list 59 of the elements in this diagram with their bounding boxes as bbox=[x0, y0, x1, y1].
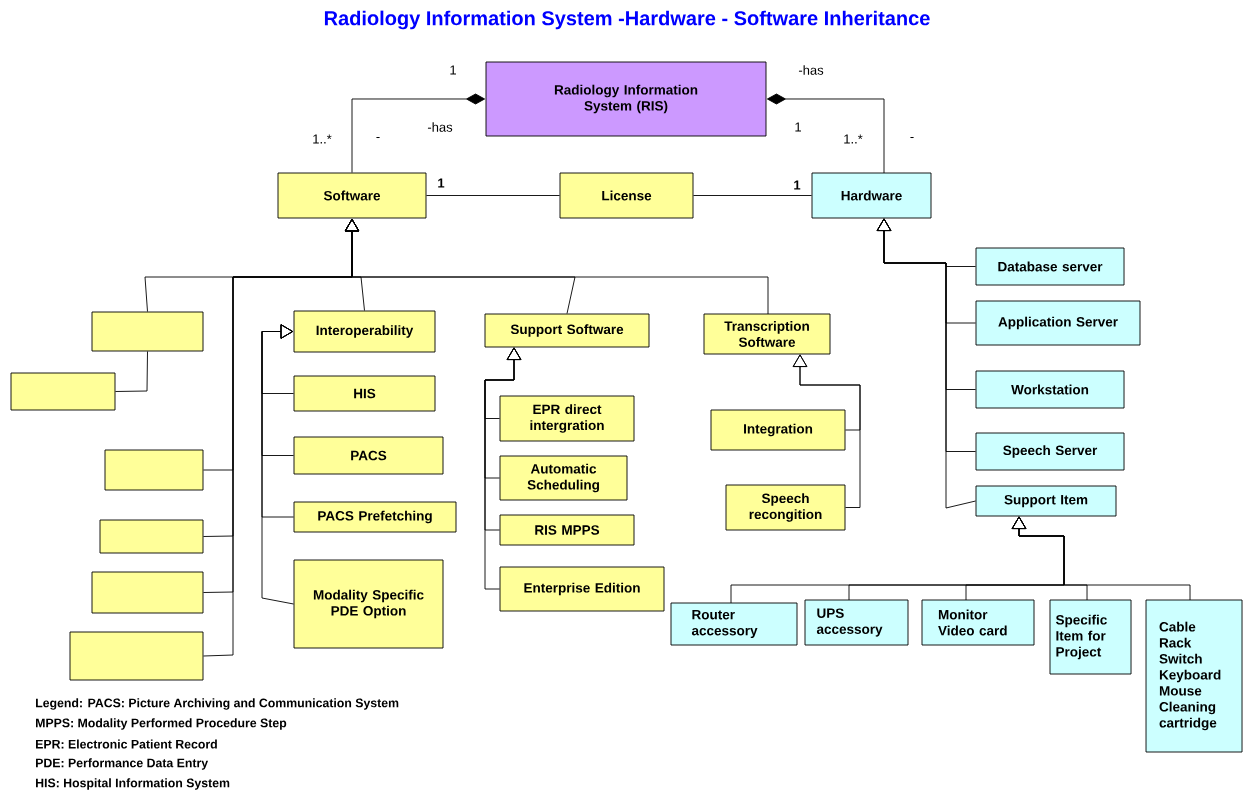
association-line bbox=[426, 195, 560, 196]
inheritance-arrow bbox=[792, 354, 861, 508]
inheritance-arrow bbox=[1011, 516, 1191, 601]
legend-note: EPR: Electronic Patient Record bbox=[36, 739, 217, 749]
class-box: Modality Specific PDE Option bbox=[293, 559, 444, 649]
class-box bbox=[104, 449, 204, 491]
class-box: PACS bbox=[293, 436, 444, 475]
class-box: Automatic Scheduling bbox=[499, 455, 628, 501]
class-box: PACS Prefetching bbox=[293, 501, 457, 533]
multiplicity-label: 1 bbox=[450, 65, 456, 75]
class-box: Database server bbox=[975, 247, 1125, 286]
role-label: -has bbox=[797, 64, 825, 76]
multiplicity-label: 1..* bbox=[844, 134, 863, 144]
class-box: Software bbox=[277, 172, 427, 219]
multiplicity-label: 1 bbox=[438, 178, 445, 188]
legend-note: HIS: Hospital Information System bbox=[36, 778, 230, 790]
class-box: License bbox=[559, 172, 694, 219]
role-label: -has bbox=[426, 121, 454, 133]
association-line bbox=[115, 351, 148, 392]
class-box: Hardware bbox=[811, 172, 932, 219]
role-label: - bbox=[910, 137, 914, 139]
inheritance-arrow bbox=[876, 218, 976, 509]
legend-note: MPPS: Modality Performed Procedure Step bbox=[36, 718, 287, 730]
class-box: Router accessory bbox=[670, 602, 798, 646]
multiplicity-label: 1..* bbox=[313, 134, 332, 144]
class-box: Integration bbox=[710, 409, 846, 451]
class-box: Speech Server bbox=[975, 432, 1125, 471]
class-box: Application Server bbox=[975, 300, 1141, 346]
association-line bbox=[693, 195, 812, 196]
class-box: Support Software bbox=[484, 313, 650, 348]
class-box: Cable Rack Switch Keyboard Mouse Cleaning cartridge bbox=[1145, 599, 1243, 753]
title: Radiology Information System -Hardware - Software Inheritance bbox=[324, 10, 930, 30]
class-box: Workstation bbox=[975, 370, 1125, 409]
class-box: Specific Item for Project bbox=[1049, 599, 1132, 675]
class-box: Support Item bbox=[975, 485, 1117, 517]
legend-note: Legend: PACS: Picture Archiving and Communication System bbox=[36, 698, 399, 710]
class-box: UPS accessory bbox=[804, 599, 909, 646]
composition-line bbox=[766, 93, 885, 174]
legend-note: PDE: Performance Data Entry bbox=[36, 758, 209, 770]
class-box: Transcription Software bbox=[703, 313, 831, 355]
class-box: Enterprise Edition bbox=[499, 566, 665, 612]
role-label: - bbox=[376, 137, 380, 139]
class-box: EPR direct intergration bbox=[499, 395, 635, 442]
class-box: RIS MPPS bbox=[499, 514, 635, 546]
class-box: Interoperability bbox=[293, 310, 436, 353]
class-box: HIS bbox=[293, 375, 436, 412]
class-box bbox=[91, 311, 204, 352]
class-box bbox=[10, 372, 116, 411]
class-box bbox=[69, 631, 204, 681]
composition-line bbox=[351, 93, 486, 173]
inheritance-arrow bbox=[484, 347, 522, 590]
class-box bbox=[91, 571, 204, 614]
class-box: Radiology Information System (RIS) bbox=[485, 61, 767, 137]
class-box: Speech recongition bbox=[725, 484, 846, 531]
class-box bbox=[99, 519, 204, 554]
inheritance-arrow bbox=[261, 324, 294, 605]
class-box: Monitor Video card bbox=[921, 599, 1035, 646]
multiplicity-label: 1 bbox=[794, 180, 801, 190]
multiplicity-label: 1 bbox=[795, 122, 801, 132]
